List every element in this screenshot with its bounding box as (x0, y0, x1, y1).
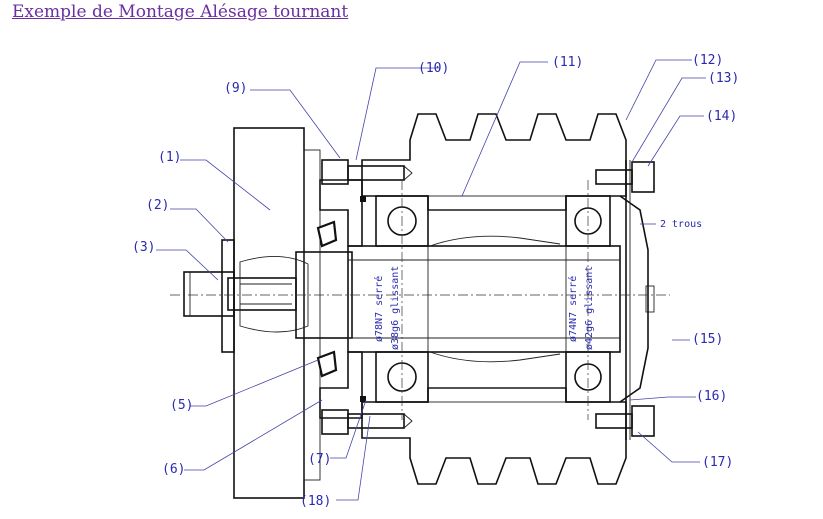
holes-note: 2 trous (660, 219, 702, 230)
label-9: (9) (224, 81, 247, 96)
fit-bore-right: ø74N7 serré (567, 276, 579, 342)
fit-shaft-left: ø38g6 glissant (390, 266, 401, 350)
label-3: (3) (132, 240, 155, 255)
label-15: (15) (692, 332, 723, 347)
label-18: (18) (300, 494, 331, 509)
fit-shaft-right: ø42g6 glissant (584, 266, 595, 350)
left-cover (316, 179, 363, 419)
screws (321, 159, 655, 437)
label-12: (12) (692, 53, 723, 68)
shaft-end-screw (183, 239, 309, 353)
frame-plate (233, 127, 321, 499)
label-2: (2) (146, 198, 169, 213)
label-1: (1) (158, 150, 181, 165)
label-14: (14) (706, 109, 737, 124)
label-17: (17) (702, 455, 733, 470)
label-5: (5) (170, 398, 193, 413)
label-6: (6) (162, 462, 185, 477)
center-lines (170, 180, 670, 420)
label-13: (13) (708, 71, 739, 86)
fit-bore-left: ø78N7 serré (373, 276, 385, 342)
label-16: (16) (696, 389, 727, 404)
label-11: (11) (552, 55, 583, 70)
title-link[interactable]: Exemple de Montage Alésage tournant (12, 2, 349, 22)
right-cover (619, 160, 655, 440)
label-10: (10) (418, 61, 449, 76)
leader-lines (156, 59, 706, 501)
label-7: (7) (308, 452, 331, 467)
